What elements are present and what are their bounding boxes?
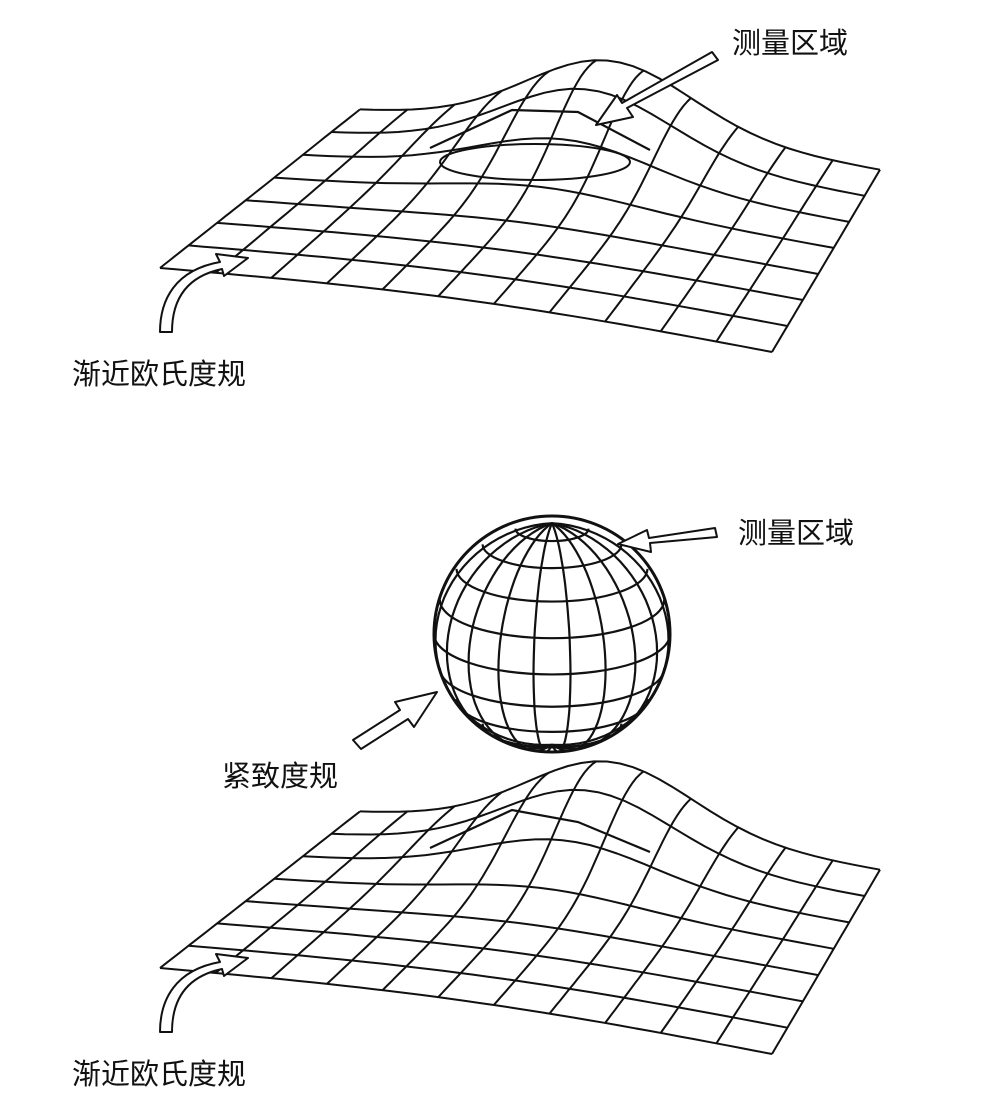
mesh-line-v xyxy=(302,838,850,924)
mesh-line-v xyxy=(331,87,865,197)
sphere-region-label: 测量区域 xyxy=(738,516,854,550)
mesh-line-u xyxy=(771,169,881,353)
mesh-line-u xyxy=(604,126,739,323)
mesh-line-u xyxy=(771,869,881,1055)
mesh-line-v xyxy=(274,176,834,249)
mesh-line-v xyxy=(159,267,773,353)
mesh-line-u xyxy=(604,826,739,1024)
sphere-longitude xyxy=(532,522,554,753)
sphere-latitude xyxy=(455,568,649,603)
mesh-line-u xyxy=(715,859,834,1044)
sphere-longitude xyxy=(551,522,637,750)
mesh-line-u xyxy=(270,103,456,279)
compact-label: 紧致度规 xyxy=(222,759,338,793)
mesh-line-u xyxy=(159,810,361,969)
mesh-line-v xyxy=(274,877,834,950)
sphere-longitude xyxy=(551,522,659,748)
top-metric-label: 渐近欧氏度规 xyxy=(72,357,246,391)
top-bump-dome xyxy=(429,108,651,181)
mesh-line-u xyxy=(493,770,645,1006)
sphere-latitude xyxy=(438,599,666,640)
compact-sphere: 测量区域 紧致度规 xyxy=(222,514,854,793)
mesh-line-u xyxy=(159,108,361,269)
mesh-line-u xyxy=(548,97,692,314)
mesh-line-v xyxy=(159,967,773,1055)
mesh-line-u xyxy=(548,797,692,1015)
sphere-longitude xyxy=(551,522,670,747)
mesh-line-u xyxy=(326,90,503,285)
bottom-metric-arrow xyxy=(159,953,249,1033)
mesh-line-v xyxy=(245,199,819,275)
bottom-panel: 渐近欧氏度规 xyxy=(72,760,881,1091)
mesh-line-v xyxy=(245,900,819,977)
mesh-line-u xyxy=(659,146,787,332)
mesh-line-u xyxy=(270,805,456,979)
sphere-grid-lines xyxy=(432,522,672,753)
mesh-line-v xyxy=(217,221,804,301)
mesh-line-u xyxy=(381,70,550,291)
top-region-arrow xyxy=(595,51,719,126)
mesh-line-u xyxy=(715,159,834,343)
sphere-latitude xyxy=(481,544,623,570)
mesh-line-v xyxy=(359,760,881,871)
top-grid-surface xyxy=(159,59,881,353)
mesh-line-v xyxy=(359,59,881,171)
bottom-metric-label: 渐近欧氏度规 xyxy=(72,1057,246,1091)
mesh-line-u xyxy=(381,771,550,991)
mesh-line-v xyxy=(217,922,804,1003)
mesh-line-v xyxy=(188,944,788,1029)
top-metric-arrow xyxy=(159,253,249,333)
mesh-line-u xyxy=(437,59,597,297)
mesh-line-u xyxy=(214,810,408,974)
mesh-line-u xyxy=(214,108,408,274)
compact-arrow xyxy=(352,691,438,750)
top-panel: 测量区域 渐近欧氏度规 xyxy=(72,26,881,391)
bottom-grid-surface xyxy=(159,760,881,1055)
mesh-line-u xyxy=(659,847,787,1034)
mesh-line-u xyxy=(326,791,503,985)
bottom-bump-ridge xyxy=(429,808,651,854)
top-region-label: 测量区域 xyxy=(732,26,848,60)
mesh-line-v xyxy=(331,788,865,897)
sphere-longitude xyxy=(467,522,553,750)
mesh-line-u xyxy=(437,760,597,998)
sphere-latitude xyxy=(455,699,649,733)
sphere-region-arrow xyxy=(617,527,718,553)
mesh-line-v xyxy=(188,244,788,327)
mesh-line-v xyxy=(302,137,850,223)
sphere-longitude xyxy=(497,522,553,752)
